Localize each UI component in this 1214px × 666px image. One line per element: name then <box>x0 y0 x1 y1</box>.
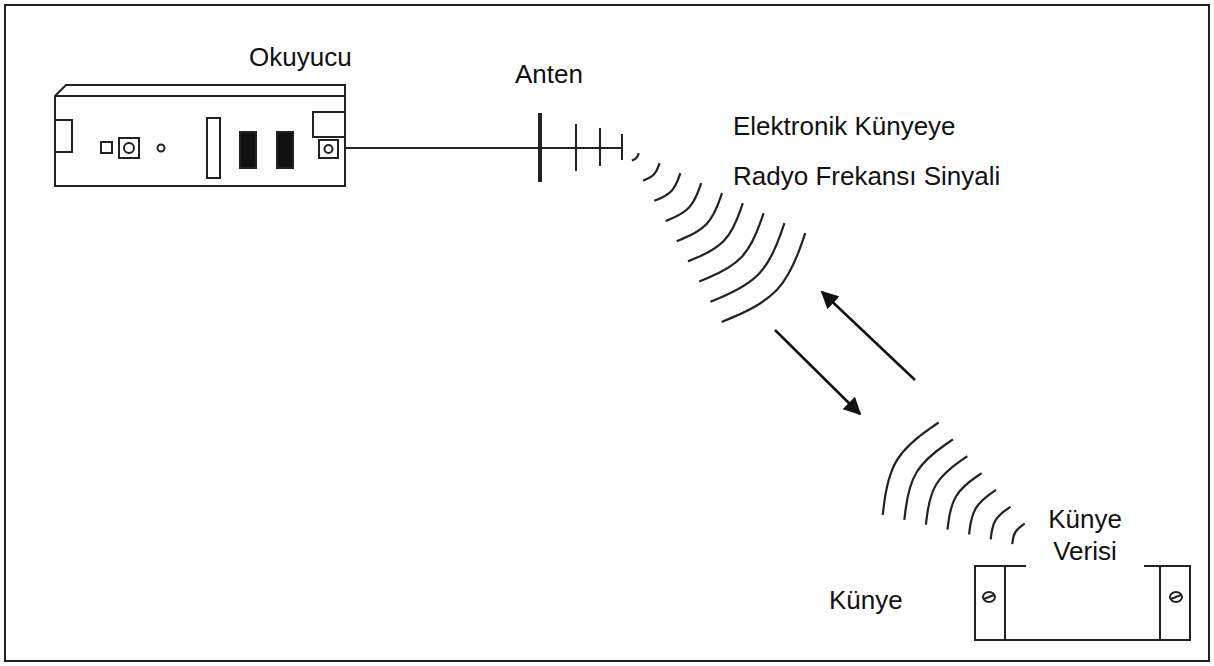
radio-waves <box>632 153 1039 549</box>
tag-node: Künye <box>820 560 1195 644</box>
device-label: Okuyucu <box>246 41 355 73</box>
antenna <box>345 113 622 182</box>
antenna-label: Anten <box>512 58 586 90</box>
wave-arc <box>666 183 702 221</box>
wave-arc <box>722 233 806 322</box>
wave-arc <box>643 163 659 180</box>
wave-arc <box>688 203 743 261</box>
wave-arc <box>969 490 996 534</box>
wave-arc <box>883 423 939 515</box>
wave-arc <box>1012 524 1024 545</box>
wave-arc <box>904 439 953 519</box>
reader-node: Okuyucu <box>50 38 370 190</box>
wave-arc <box>677 193 722 241</box>
wave-arc <box>654 173 680 201</box>
signal-arrows <box>775 292 915 414</box>
device-label: Künye <box>826 584 906 616</box>
reader-device <box>55 85 345 186</box>
wave-arc <box>632 153 639 160</box>
wave-arc <box>947 473 981 529</box>
wave-arc <box>991 507 1011 540</box>
wave-arc <box>926 456 967 524</box>
tag-device <box>975 566 1190 640</box>
signal-label: Elektronik Künyeye Radyo Frekansı Sinyal… <box>730 101 1018 201</box>
data-label: Künye Verisi <box>1026 503 1144 567</box>
wave-arc <box>699 213 763 281</box>
direction-arrow <box>775 330 860 414</box>
direction-arrow <box>822 292 915 380</box>
frame <box>5 5 1209 661</box>
wave-arc <box>710 223 784 302</box>
